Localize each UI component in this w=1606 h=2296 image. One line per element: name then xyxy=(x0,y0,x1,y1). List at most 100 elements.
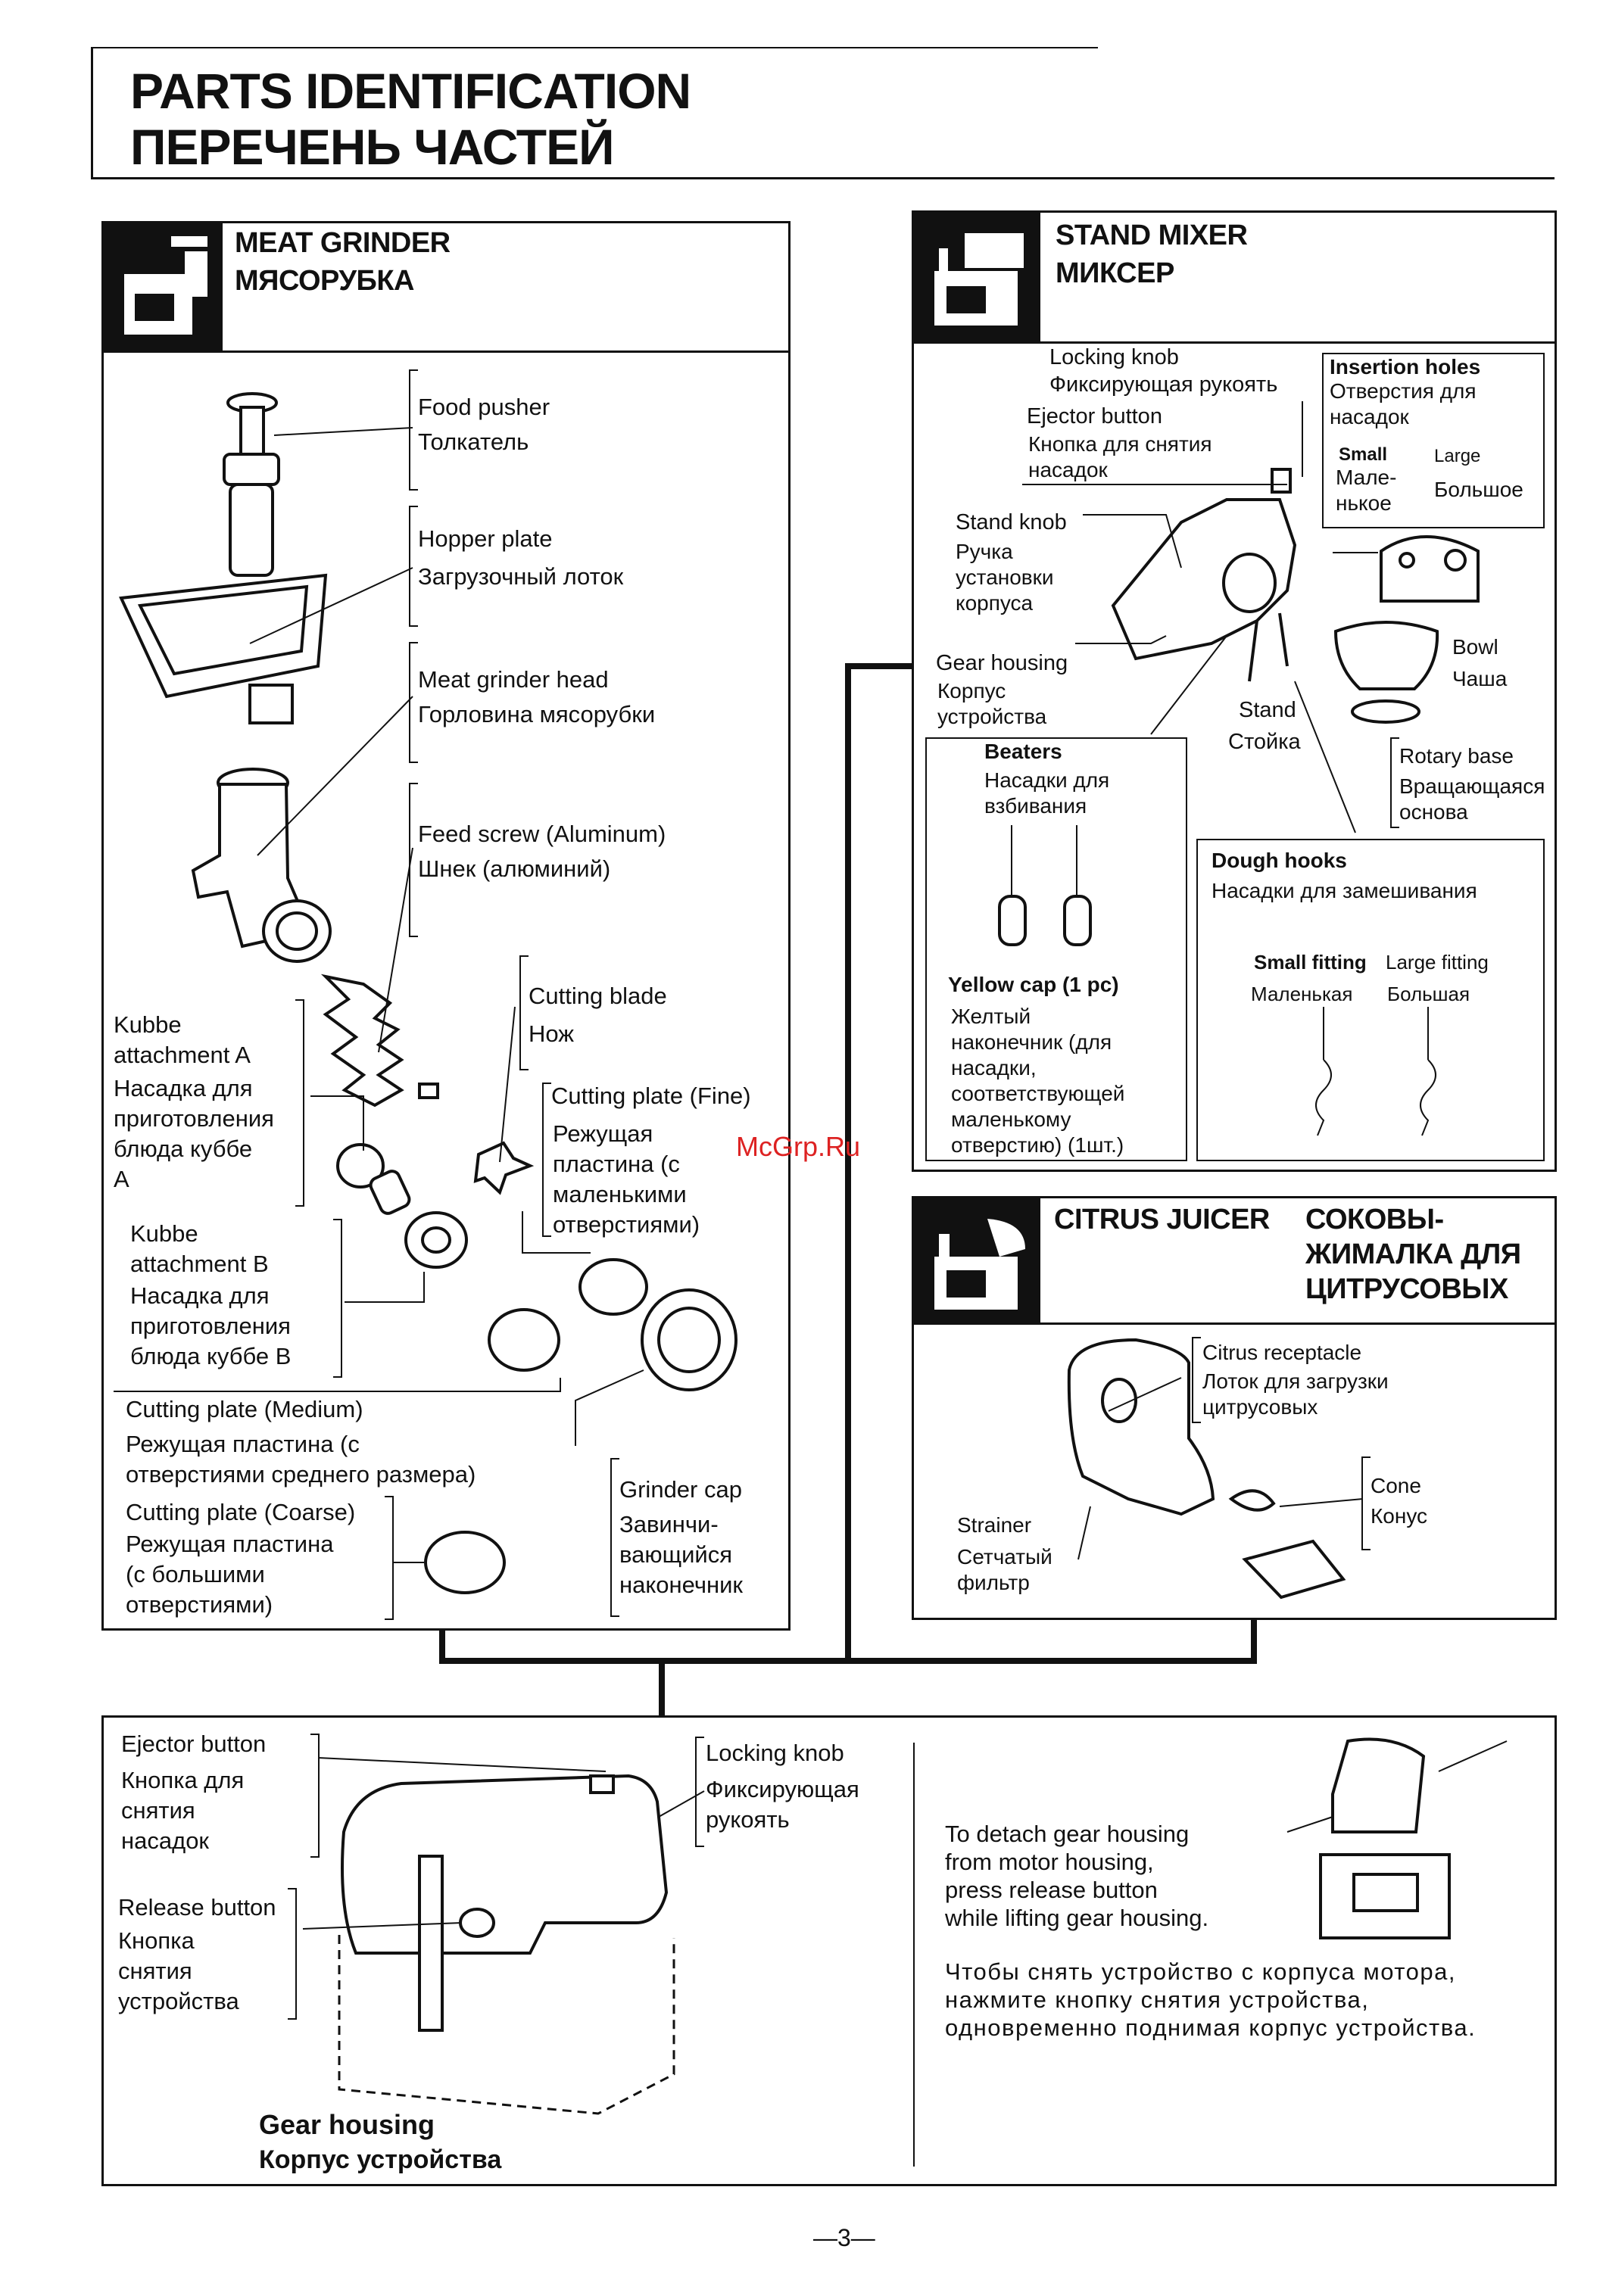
gear-housing-caption-en: Gear housing xyxy=(259,2109,435,2140)
bottom-ejector-en: Ejector button xyxy=(121,1731,267,1757)
cutting-blade-label-en: Cutting blade xyxy=(529,983,667,1009)
mixer-gear-housing-en: Gear housing xyxy=(936,651,1068,675)
small-fitting-ru: Маленькая xyxy=(1251,983,1353,1005)
mixer-locking-knob-ru: Фиксирующая рукоять xyxy=(1049,372,1278,397)
beaters-en: Beaters xyxy=(984,740,1062,763)
meat-grinder-panel xyxy=(101,221,791,1631)
bowl-en: Bowl xyxy=(1452,635,1498,659)
hopper-plate-label-en: Hopper plate xyxy=(418,525,553,552)
citrus-juicer-icon xyxy=(912,1196,1040,1325)
grinder-head-bracket xyxy=(409,642,418,763)
gear-housing-caption-ru: Корпус устройства xyxy=(259,2145,502,2174)
plate-coarse-label-en: Cutting plate (Coarse) xyxy=(126,1499,356,1525)
connector-juicer xyxy=(1251,1620,1257,1664)
receptacle-bracket xyxy=(1192,1337,1201,1423)
strainer-ru: Сетчатый фильтр xyxy=(957,1545,1052,1594)
title-frame xyxy=(91,47,1555,179)
cutting-blade-bracket xyxy=(519,955,529,1070)
bottom-locking-en: Locking knob xyxy=(706,1740,844,1766)
beaters-ru: Насадки для взбивания xyxy=(984,768,1110,818)
feed-screw-label-ru: Шнек (алюминий) xyxy=(418,855,611,882)
connector-bottom xyxy=(439,1658,1257,1664)
large-fitting-en: Large fitting xyxy=(1386,951,1489,974)
stand-ru: Стойка xyxy=(1228,730,1301,754)
gear-housing-panel xyxy=(101,1715,1557,2186)
plate-fine-label-en: Cutting plate (Fine) xyxy=(551,1083,751,1109)
plate-coarse-label-ru: Режущая пластина (с большими отверстиями… xyxy=(126,1531,334,1618)
kubbe-a-label-ru: Насадка для приготовления блюда куббе A xyxy=(114,1075,274,1192)
citrus-juicer-illustration xyxy=(1067,1338,1364,1600)
kubbe-b-label-ru: Насадка для приготовления блюда куббе В xyxy=(130,1282,292,1369)
food-pusher-label-en: Food pusher xyxy=(418,394,550,420)
hole-large-en: Large xyxy=(1434,446,1481,466)
meat-grinder-illustration xyxy=(114,392,738,1594)
mixer-ejector-button-en: Ejector button xyxy=(1027,404,1162,428)
citrus-juicer-title-ru: СОКОВЫ- ЖИМАЛКА ДЛЯ ЦИТРУСОВЫХ xyxy=(1305,1204,1521,1305)
cutting-blade-label-ru: Нож xyxy=(529,1020,575,1047)
bottom-ejector-bracket xyxy=(310,1734,320,1858)
connector-down xyxy=(659,1658,665,1741)
mixer-ejector-button-ru: Кнопка для снятия насадок xyxy=(1028,432,1212,481)
dough-hooks-box xyxy=(1196,839,1545,1161)
watermark: McGrp.Ru xyxy=(736,1131,861,1162)
mixer-gear-housing-ru: Корпус устройства xyxy=(937,679,1047,728)
grinder-cap-bracket xyxy=(610,1458,619,1617)
plate-fine-bracket xyxy=(542,1083,551,1237)
insertion-holes-box xyxy=(1322,353,1545,528)
hole-small-ru: Мале- нькое xyxy=(1336,466,1397,515)
cone-ru: Конус xyxy=(1371,1504,1428,1528)
bottom-release-ru: Кнопка снятия устройства xyxy=(118,1927,239,2014)
kubbe-a-label-en: Kubbe attachment A xyxy=(114,1011,251,1068)
kubbe-b-bracket xyxy=(333,1219,342,1378)
feed-screw-label-en: Feed screw (Aluminum) xyxy=(418,821,666,847)
plate-coarse-bracket xyxy=(385,1496,394,1620)
bottom-release-en: Release button xyxy=(118,1894,276,1921)
cone-en: Cone xyxy=(1371,1474,1421,1497)
page-title-en: PARTS IDENTIFICATION xyxy=(130,63,691,119)
meat-grinder-icon xyxy=(101,221,223,353)
rotary-base-en: Rotary base xyxy=(1399,744,1514,768)
kubbe-b-label-en: Kubbe attachment B xyxy=(130,1220,269,1277)
mixer-locking-knob-en: Locking knob xyxy=(1049,345,1179,369)
bottom-locking-bracket xyxy=(695,1737,704,1847)
hopper-plate-label-ru: Загрузочный лоток xyxy=(418,563,624,590)
rotary-base-bracket xyxy=(1390,737,1399,828)
small-fitting-en: Small fitting xyxy=(1254,951,1367,974)
stand-mixer-title-ru: МИКСЕР xyxy=(1056,257,1174,289)
hole-small-en: Small xyxy=(1339,444,1388,465)
hopper-plate-bracket xyxy=(409,506,418,627)
plate-fine-label-ru: Режущая пластина (с маленькими отверстия… xyxy=(553,1120,700,1238)
insertion-holes-ru: Отверстия для насадок xyxy=(1330,379,1477,428)
stand-knob-en: Stand knob xyxy=(956,510,1067,534)
bottom-ejector-ru: Кнопка для снятия насадок xyxy=(121,1767,245,1854)
stand-knob-ru: Ручка установки корпуса xyxy=(956,540,1054,615)
feed-screw-bracket xyxy=(409,783,418,937)
grinder-head-label-en: Meat grinder head xyxy=(418,666,609,693)
plate-medium-label-en: Cutting plate (Medium) xyxy=(126,1396,363,1422)
instruction-en: To detach gear housing from motor housin… xyxy=(945,1821,1209,1931)
grinder-cap-label-ru: Завинчи- вающийся наконечник xyxy=(619,1511,743,1598)
instruction-ru: Чтобы снять устройство с корпуса мотора,… xyxy=(945,1958,1477,2041)
receptacle-en: Citrus receptacle xyxy=(1202,1341,1362,1364)
plate-medium-label-ru: Режущая пластина (с отверстиями среднего… xyxy=(126,1431,476,1488)
beaters-box xyxy=(925,737,1187,1161)
yellow-cap-ru: Желтый наконечник (для насадки, соответс… xyxy=(951,1005,1125,1157)
bowl-ru: Чаша xyxy=(1452,667,1508,690)
connector-grinder xyxy=(439,1631,445,1664)
top-rule xyxy=(91,47,1098,48)
bottom-release-bracket xyxy=(288,1888,297,2020)
hole-large-ru: Большое xyxy=(1434,478,1523,501)
rotary-base-ru: Вращающаяся основа xyxy=(1399,774,1545,824)
stand-mixer-illustration xyxy=(998,401,1480,1136)
grinder-head-label-ru: Горловина мясорубки xyxy=(418,701,656,727)
receptacle-ru: Лоток для загрузки цитрусовых xyxy=(1202,1369,1389,1419)
panel-divider xyxy=(913,1743,915,2167)
stand-mixer-title-en: STAND MIXER xyxy=(1056,220,1248,251)
grinder-cap-label-en: Grinder cap xyxy=(619,1476,742,1503)
page-title-ru: ПЕРЕЧЕНЬ ЧАСТЕЙ xyxy=(130,119,615,175)
dough-hooks-en: Dough hooks xyxy=(1212,849,1347,872)
strainer-en: Strainer xyxy=(957,1513,1032,1537)
food-pusher-bracket xyxy=(409,369,418,491)
cone-bracket xyxy=(1361,1456,1371,1550)
